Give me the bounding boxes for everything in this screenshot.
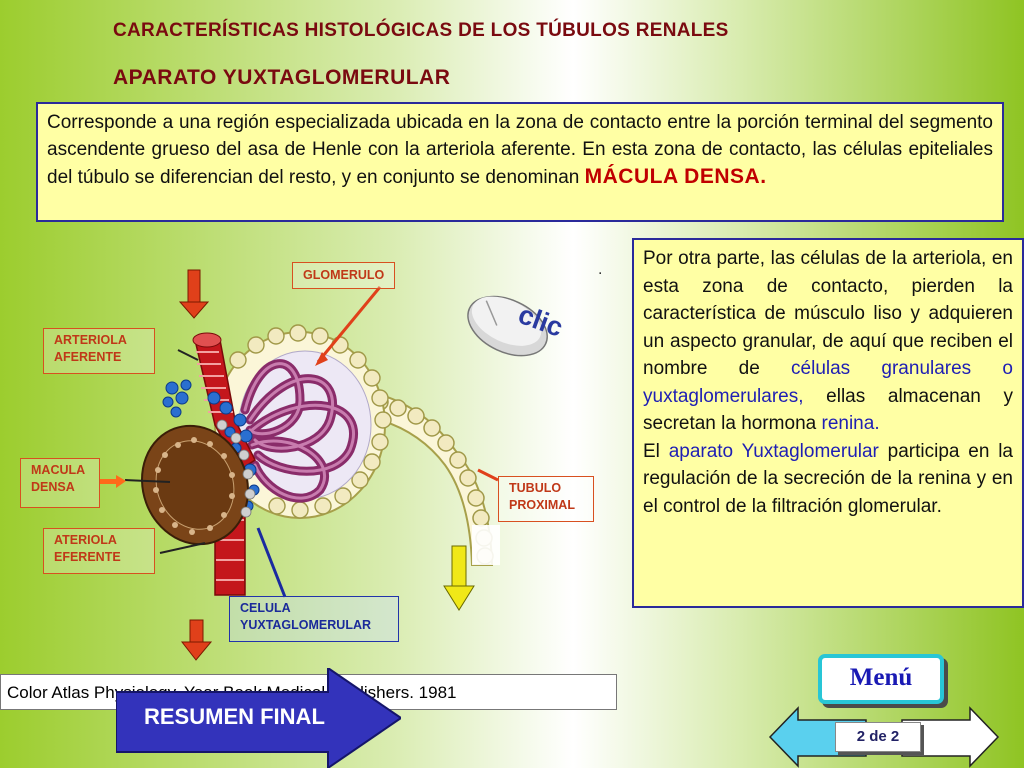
intro-text: Corresponde a una región especializada u… [47,112,993,188]
label-tubulo-proximal: TUBULO PROXIMAL [498,476,594,522]
slide-subtitle: APARATO YUXTAGLOMERULAR [113,66,451,89]
resumen-final-button[interactable]: RESUMEN FINAL [116,668,401,768]
side-textbox: Por otra parte, las células de la arteri… [632,238,1024,608]
label-ateriola-eferente: ATERIOLA EFERENTE [43,528,155,574]
macula-densa-section [141,419,256,546]
label-text-line1: CELULA [240,601,291,615]
label-text-line2: PROXIMAL [509,498,575,512]
label-arteriola-aferente: ARTERIOLA AFERENTE [43,328,155,374]
decorative-dot: . [598,261,603,278]
macula-densa-highlight: MÁCULA DENSA. [584,165,767,188]
label-celula-yuxtaglomerular: CELULA YUXTAGLOMERULAR [229,596,399,642]
label-glomerulo: GLOMERULO [292,262,396,289]
resumen-arrow-shape [116,668,401,768]
label-text-line1: TUBULO [509,481,562,495]
term-celulas-granulares: células granulares o yuxtaglomerulares, [643,358,1013,407]
yellow-arrow [443,545,475,611]
side-text-p3: El [643,440,669,462]
juxtaglomerular-cells [162,379,260,512]
orange-arrow-left [100,475,126,488]
side-text-p2: ellas almacenan y secretan la hormona [643,385,1013,435]
label-text-line2: YUXTAGLOMERULAR [240,618,372,632]
capillary-loops-inner [243,362,355,500]
red-arrow-top [178,269,210,319]
label-text-line1: ARTERIOLA [54,333,127,347]
mouse-icon [467,295,548,357]
intro-textbox: Corresponde a una región especializada u… [36,102,1004,222]
resumen-final-label: RESUMEN FINAL [144,704,325,729]
side-text-p1: Por otra parte, las células de la arteri… [643,248,1013,379]
label-text-line2: AFERENTE [54,350,122,364]
label-macula-densa: MACULA DENSA [20,458,100,508]
menu-button[interactable]: Menú [818,654,944,704]
red-arrow-bottom [180,619,213,661]
slide-title: CARACTERÍSTICAS HISTOLÓGICAS DE LOS TÚBU… [113,20,729,41]
label-text-line1: MACULA [31,463,86,477]
label-text-line2: EFERENTE [54,550,121,564]
page-indicator: 2 de 2 [835,722,921,752]
side-text-p4: participa en la regulación de la secreci… [643,440,1013,517]
term-renina: renina. [821,413,880,434]
label-text-line1: ATERIOLA [54,533,117,547]
label-glomerulo-text: GLOMERULO [303,268,385,282]
term-aparato-yuxtaglomerular: aparato Yuxtaglomerular [668,440,879,462]
juxtaglomerular-diagram [100,269,548,661]
next-arrow-button[interactable] [900,706,1000,768]
label-text-line2: DENSA [31,480,75,494]
pointer-lines [124,286,499,598]
